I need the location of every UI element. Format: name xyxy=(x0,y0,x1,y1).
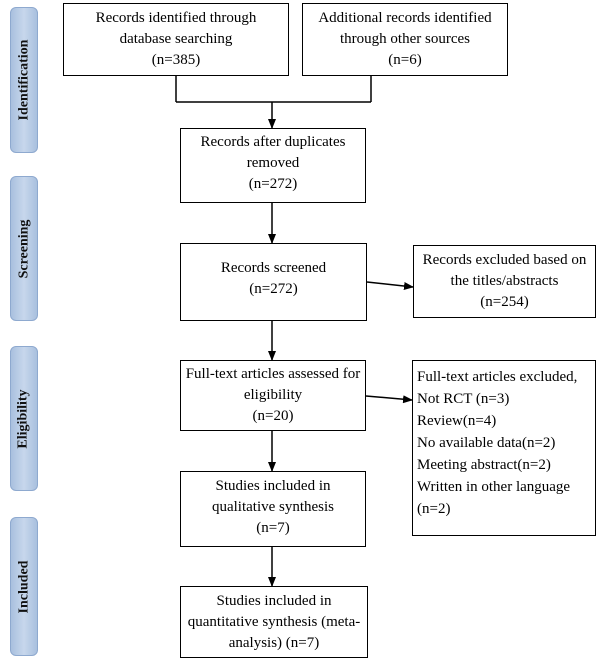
box-excluded-titles: Records excluded based on the titles/abs… xyxy=(413,245,596,318)
stage-included: Included xyxy=(10,517,38,656)
box-fulltext-excluded: Full-text articles excluded, Not RCT (n=… xyxy=(412,360,596,536)
box-fulltext-excluded-line-1: Full-text articles excluded, xyxy=(417,369,578,385)
box-screened-line-2: (n=272) xyxy=(249,281,298,297)
stage-screening-label: Screening xyxy=(16,219,32,278)
box-after-duplicates-line-3: (n=272) xyxy=(248,176,298,192)
box-quantitative-line-1: Studies included in xyxy=(216,593,332,609)
stage-eligibility: Eligibility xyxy=(10,346,38,491)
box-other-records-line-2: through other sources xyxy=(340,31,470,47)
box-after-duplicates: Records after duplicates removed (n=272) xyxy=(180,128,366,203)
arrow-to-excluded-titles xyxy=(366,281,414,291)
box-excluded-titles-line-3: (n=254) xyxy=(480,294,529,310)
box-fulltext-assessed-line-3: (n=20) xyxy=(252,408,294,424)
box-quantitative: Studies included in quantitative synthes… xyxy=(180,586,368,658)
box-after-duplicates-line-2: removed xyxy=(246,155,300,171)
box-qualitative: Studies included in qualitative synthesi… xyxy=(180,471,366,547)
box-fulltext-excluded-line-3: Review(n=4) xyxy=(417,413,497,429)
box-other-records: Additional records identified through ot… xyxy=(302,3,508,76)
box-fulltext-excluded-line-6: Written in other language xyxy=(417,479,571,495)
box-qualitative-line-3: (n=7) xyxy=(256,520,290,536)
stage-eligibility-label: Eligibility xyxy=(16,388,31,449)
box-excluded-titles-line-2: the titles/abstracts xyxy=(450,273,559,289)
box-after-duplicates-line-1: Records after duplicates xyxy=(200,134,346,150)
box-database-records-line-1: Records identified through xyxy=(95,10,257,26)
box-qualitative-line-1: Studies included in xyxy=(215,478,331,494)
box-screened: Records screened (n=272) xyxy=(180,243,367,321)
box-fulltext-excluded-line-4: No available data(n=2) xyxy=(417,435,556,451)
stage-identification-label: Identification xyxy=(16,39,32,121)
box-fulltext-assessed-line-1: Full-text articles assessed for xyxy=(185,366,361,382)
box-quantitative-line-2: quantitative synthesis (meta- xyxy=(187,614,361,630)
arrow-to-fulltext-excluded xyxy=(365,395,413,404)
box-other-records-line-3: (n=6) xyxy=(388,52,422,68)
box-excluded-titles-line-1: Records excluded based on xyxy=(422,252,587,268)
box-fulltext-excluded-line-2: Not RCT (n=3) xyxy=(417,391,510,407)
box-database-records-line-3: (n=385) xyxy=(151,52,201,68)
box-screened-line-1: Records screened xyxy=(220,260,327,276)
box-quantitative-line-3: analysis) (n=7) xyxy=(228,635,320,651)
box-fulltext-excluded-line-7: (n=2) xyxy=(417,501,451,517)
stage-included-label: Included xyxy=(16,560,32,613)
box-fulltext-excluded-line-5: Meeting abstract(n=2) xyxy=(417,457,551,473)
box-database-records-line-2: database searching xyxy=(119,31,233,47)
stage-identification: Identification xyxy=(10,7,38,153)
box-fulltext-assessed-line-2: eligibility xyxy=(243,387,303,403)
box-fulltext-assessed: Full-text articles assessed for eligibil… xyxy=(180,360,366,431)
box-other-records-line-1: Additional records identified xyxy=(318,10,492,26)
box-qualitative-line-2: qualitative synthesis xyxy=(211,499,335,515)
box-database-records: Records identified through database sear… xyxy=(63,3,289,76)
stage-screening: Screening xyxy=(10,176,38,321)
